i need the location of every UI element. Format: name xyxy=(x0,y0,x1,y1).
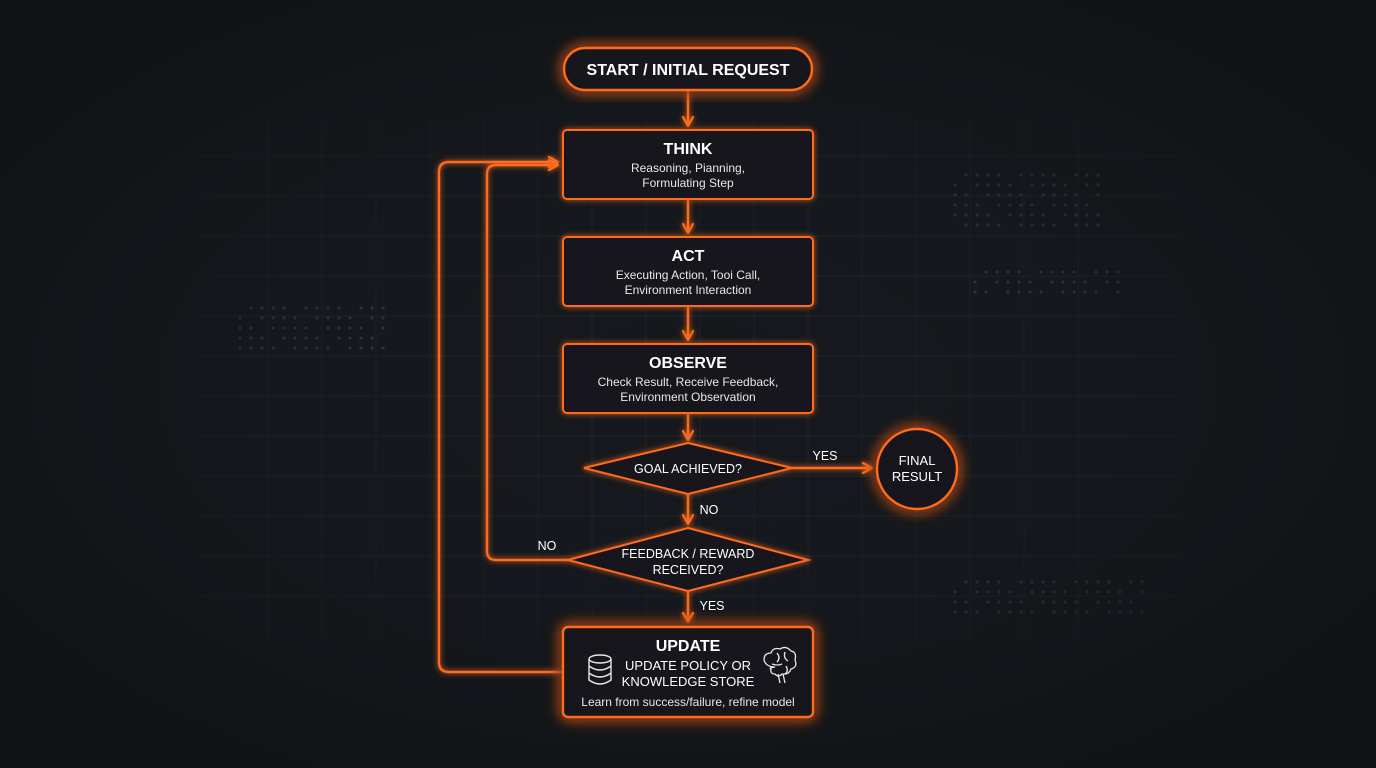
think-line1: Reasoning, Pianning, xyxy=(631,161,745,175)
start-label: START / INITIAL REQUEST xyxy=(587,62,790,79)
database-icon xyxy=(588,654,612,685)
observe-line2: Environment Observation xyxy=(620,390,755,404)
goal-label: GOAL ACHIEVED? xyxy=(634,462,742,476)
think-line2: Formulating Step xyxy=(642,176,734,190)
update-caption: Learn from success/failure, refine model xyxy=(581,695,794,709)
observe-line1: Check Result, Receive Feedback, xyxy=(598,375,779,389)
think-title: THINK xyxy=(664,141,713,158)
feedback-no-label: NO xyxy=(538,539,557,553)
observe-title: OBSERVE xyxy=(649,355,727,372)
final-node: FINAL RESULT xyxy=(875,427,959,511)
final-line2: RESULT xyxy=(892,469,942,484)
connectors xyxy=(437,91,872,674)
update-title: UPDATE xyxy=(656,638,721,655)
act-title: ACT xyxy=(672,248,705,265)
loop-feedback-no-to-think xyxy=(485,165,568,562)
act-line2: Environment Interaction xyxy=(625,283,752,297)
feedback-yes-label: YES xyxy=(699,599,724,613)
goal-yes-label: YES xyxy=(812,449,837,463)
goal-decision: GOAL ACHIEVED? YES NO xyxy=(583,441,838,517)
update-line1: UPDATE POLICY OR xyxy=(625,658,751,673)
feedback-decision: FEEDBACK / REWARD RECEIVED? NO YES xyxy=(538,526,812,613)
final-line1: FINAL xyxy=(899,453,936,468)
feedback-line1: FEEDBACK / REWARD xyxy=(622,547,755,561)
feedback-line2: RECEIVED? xyxy=(653,563,724,577)
update-node: UPDATE UPDATE POLICY OR KNOWLEDGE STORE … xyxy=(561,625,815,719)
observe-node: OBSERVE Check Result, Receive Feedback, … xyxy=(562,343,814,414)
loop-update-to-think xyxy=(437,162,563,674)
update-line2: KNOWLEDGE STORE xyxy=(622,674,755,689)
think-node: THINK Reasoning, Pianning, Formulating S… xyxy=(562,129,814,200)
brain-icon xyxy=(763,646,797,684)
act-line1: Executing Action, Tooi Call, xyxy=(616,268,761,282)
act-node: ACT Executing Action, Tooi Call, Environ… xyxy=(562,236,814,307)
goal-no-label: NO xyxy=(700,503,719,517)
start-node: START / INITIAL REQUEST xyxy=(562,46,814,92)
